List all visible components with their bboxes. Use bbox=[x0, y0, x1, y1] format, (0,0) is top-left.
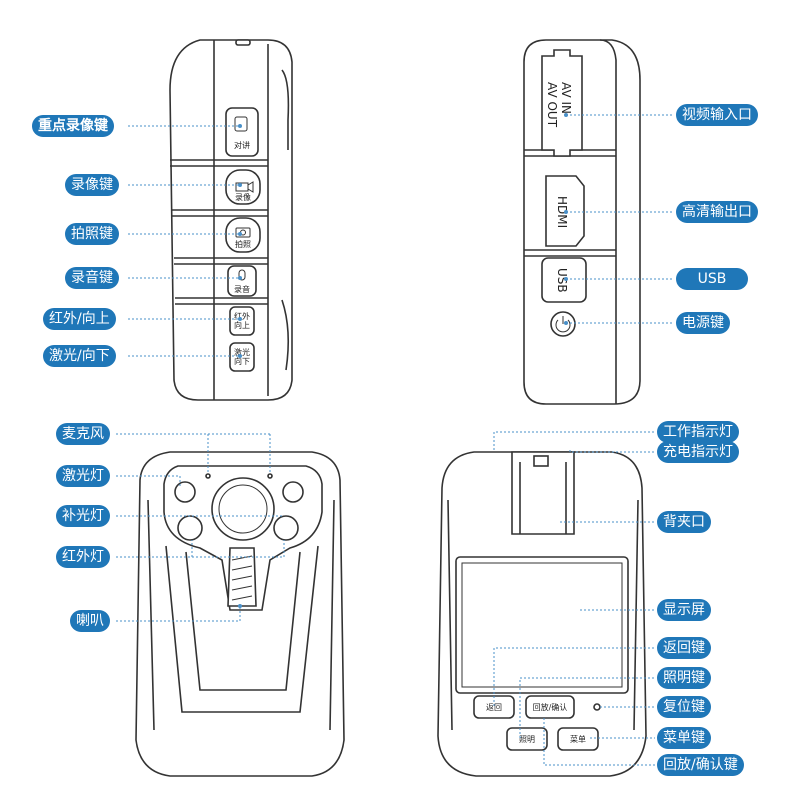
label-laser-down: 激光/向下 bbox=[43, 345, 116, 367]
av-port: AV IN AV OUT bbox=[541, 49, 583, 157]
display-screen bbox=[455, 556, 629, 694]
svg-text:照明: 照明 bbox=[519, 735, 535, 744]
power-button[interactable] bbox=[550, 311, 576, 337]
label-light: 照明键 bbox=[657, 667, 711, 689]
label-microphone: 麦克风 bbox=[56, 423, 110, 445]
svg-text:回放/确认: 回放/确认 bbox=[533, 702, 568, 712]
label-audio: 录音键 bbox=[65, 267, 119, 289]
svg-text:激光向下: 激光向下 bbox=[234, 347, 250, 366]
svg-text:菜单: 菜单 bbox=[570, 734, 586, 744]
svg-text:返回: 返回 bbox=[486, 703, 502, 712]
label-playback-confirm: 回放/确认键 bbox=[657, 754, 744, 776]
svg-text:AV IN: AV IN bbox=[559, 82, 573, 114]
svg-text:录像: 录像 bbox=[235, 192, 251, 202]
back-view: 返回 回放/确认 照明 菜单 bbox=[437, 431, 655, 777]
side-view-right: AV IN AV OUT HDMI USB bbox=[523, 39, 672, 405]
side-left-body bbox=[169, 39, 293, 401]
svg-text:录音: 录音 bbox=[234, 284, 250, 294]
svg-text:AV OUT: AV OUT bbox=[545, 82, 559, 128]
label-back-clip: 背夹口 bbox=[657, 511, 711, 533]
front-view bbox=[116, 433, 345, 777]
label-fill-light: 补光灯 bbox=[56, 505, 110, 527]
svg-text:对讲: 对讲 bbox=[234, 140, 250, 150]
label-hd-output: 高清输出口 bbox=[676, 201, 758, 223]
svg-text:拍照: 拍照 bbox=[235, 239, 251, 249]
label-video-input: 视频输入口 bbox=[676, 104, 758, 126]
label-record: 录像键 bbox=[65, 174, 119, 196]
svg-text:HDMI: HDMI bbox=[555, 196, 569, 228]
label-speaker: 喇叭 bbox=[70, 610, 110, 632]
label-ir-light: 红外灯 bbox=[56, 546, 110, 568]
label-power: 电源键 bbox=[676, 312, 730, 334]
label-return: 返回键 bbox=[657, 637, 711, 659]
talk-button[interactable]: 对讲 bbox=[225, 107, 259, 157]
label-reset: 复位键 bbox=[657, 696, 711, 718]
ir-up-button[interactable]: 红外向上 bbox=[229, 306, 255, 336]
return-button[interactable]: 返回 bbox=[473, 695, 515, 719]
menu-button[interactable]: 菜单 bbox=[557, 727, 599, 751]
playback-confirm-button[interactable]: 回放/确认 bbox=[525, 695, 575, 719]
record-button[interactable]: 录像 bbox=[225, 169, 261, 205]
side-view-left: 对讲 录像 拍照 录音 红外向上 激光向下 bbox=[128, 39, 293, 401]
laser-down-button[interactable]: 激光向下 bbox=[229, 342, 255, 372]
reset-button[interactable] bbox=[593, 703, 601, 711]
label-photo: 拍照键 bbox=[65, 223, 119, 245]
svg-text:USB: USB bbox=[555, 268, 569, 293]
audio-button[interactable]: 录音 bbox=[227, 265, 257, 297]
usb-port: USB bbox=[541, 257, 587, 303]
label-menu: 菜单键 bbox=[657, 727, 711, 749]
label-charge-indicator: 充电指示灯 bbox=[657, 441, 739, 463]
photo-button[interactable]: 拍照 bbox=[225, 217, 261, 253]
label-usb: USB bbox=[676, 268, 748, 290]
label-display: 显示屏 bbox=[657, 599, 711, 621]
label-work-indicator: 工作指示灯 bbox=[657, 421, 739, 443]
label-laser-light: 激光灯 bbox=[56, 465, 110, 487]
light-button[interactable]: 照明 bbox=[506, 727, 548, 751]
label-key-record: 重点录像键 bbox=[32, 115, 114, 137]
label-ir-up: 红外/向上 bbox=[43, 308, 116, 330]
svg-text:红外向上: 红外向上 bbox=[234, 311, 250, 330]
